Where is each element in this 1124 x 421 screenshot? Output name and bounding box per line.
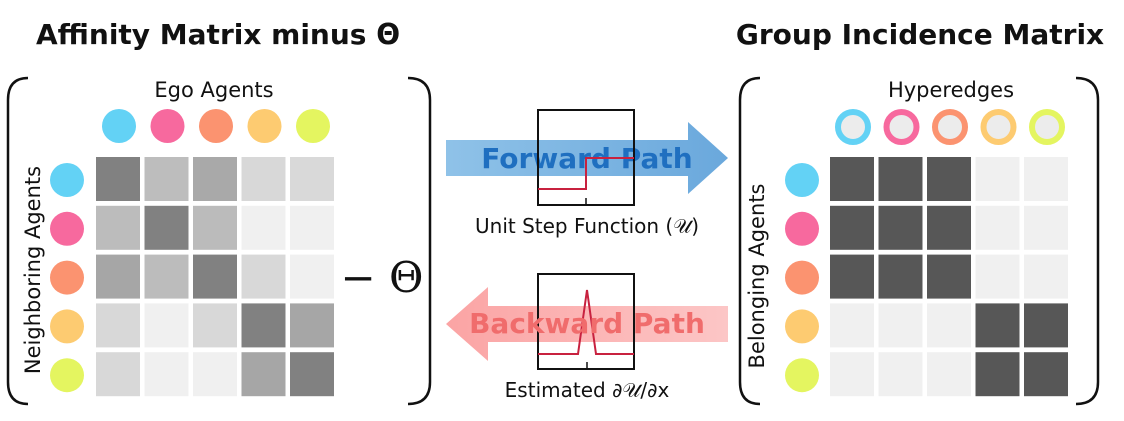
right-row-label: Belonging Agents <box>745 184 769 369</box>
affinity-cell <box>290 157 334 201</box>
affinity-cell <box>144 303 189 348</box>
left-bracket-close <box>407 76 432 406</box>
incidence-cell <box>927 254 971 299</box>
affinity-cell <box>290 352 334 397</box>
affinity-cell <box>96 254 140 299</box>
gradient-estimate-curve <box>538 289 634 355</box>
incidence-cell <box>830 205 874 250</box>
incidence-cell <box>975 157 1020 201</box>
step-function-curve <box>538 157 634 190</box>
left-ego-agent-dot <box>296 109 330 143</box>
belonging-agent-dot <box>785 211 819 246</box>
left-neighbor-agent-dot <box>50 309 84 344</box>
incidence-cell <box>927 303 971 348</box>
affinity-cell <box>193 157 237 201</box>
affinity-cell <box>241 205 286 250</box>
affinity-cell <box>290 303 334 348</box>
incidence-cell <box>830 157 874 201</box>
left-ego-agent-dot <box>102 109 136 143</box>
minus-theta-label: − Θ <box>341 253 424 302</box>
incidence-cell <box>878 157 923 201</box>
left-ego-agent-dot <box>199 109 233 143</box>
backward-path-label: Backward Path <box>469 307 705 340</box>
affinity-cell <box>144 205 189 250</box>
incidence-cell <box>1024 352 1068 397</box>
affinity-cell <box>96 157 140 201</box>
incidence-cell <box>830 303 874 348</box>
incidence-cell <box>975 205 1020 250</box>
incidence-cell <box>975 352 1020 397</box>
incidence-cell <box>878 254 923 299</box>
right-col-label: Hyperedges <box>888 78 1014 102</box>
incidence-cell <box>927 205 971 250</box>
affinity-cell <box>193 352 237 397</box>
affinity-cell <box>96 352 140 397</box>
incidence-cell <box>1024 157 1068 201</box>
backward-path-arrow <box>446 287 728 361</box>
incidence-cell <box>1024 254 1068 299</box>
hyperedge-ring <box>1029 109 1065 145</box>
left-neighbor-agent-dots <box>50 163 84 393</box>
left-col-label: Ego Agents <box>154 78 273 102</box>
belonging-agent-dot <box>785 309 819 344</box>
affinity-cell <box>241 303 286 348</box>
right-bracket-close <box>1075 76 1100 406</box>
affinity-cell <box>193 254 237 299</box>
right-title: Group Incidence Matrix <box>736 18 1104 51</box>
left-neighbor-agent-dot <box>50 211 84 246</box>
incidence-cell <box>927 352 971 397</box>
incidence-matrix <box>830 157 1068 397</box>
incidence-cell <box>878 205 923 250</box>
belonging-agent-dot <box>785 163 819 197</box>
affinity-cell <box>290 205 334 250</box>
incidence-cell <box>1024 205 1068 250</box>
incidence-cell <box>830 254 874 299</box>
left-neighbor-agent-dot <box>50 260 84 295</box>
hyperedge-rings <box>835 109 1065 145</box>
backward-caption: Estimated ∂𝒰/∂x <box>505 378 670 402</box>
affinity-cell <box>193 303 237 348</box>
hyperedge-ring <box>883 109 920 145</box>
incidence-cell <box>927 157 971 201</box>
left-row-label: Neighboring Agents <box>21 166 45 374</box>
incidence-cell <box>878 352 923 397</box>
right-bracket-open <box>738 76 761 406</box>
left-title: Affinity Matrix minus Θ <box>36 18 400 51</box>
left-ego-agent-dots <box>102 109 330 143</box>
belonging-agent-dot <box>785 358 819 393</box>
left-ego-agent-dot <box>150 109 185 143</box>
belonging-agent-dots <box>785 163 819 393</box>
incidence-cell <box>830 352 874 397</box>
hyperedge-ring <box>980 109 1017 145</box>
forward-caption: Unit Step Function (𝒰) <box>475 214 699 238</box>
incidence-cell <box>878 303 923 348</box>
left-ego-agent-dot <box>247 109 282 143</box>
affinity-cell <box>241 352 286 397</box>
left-neighbor-agent-dot <box>50 163 84 197</box>
affinity-cell <box>96 205 140 250</box>
incidence-cell <box>975 254 1020 299</box>
affinity-cell <box>144 352 189 397</box>
affinity-cell <box>144 254 189 299</box>
hyperedge-ring <box>835 109 871 145</box>
incidence-cell <box>1024 303 1068 348</box>
incidence-cell <box>975 303 1020 348</box>
affinity-cell <box>96 303 140 348</box>
gradient-estimate-box <box>537 273 635 370</box>
affinity-cell <box>193 205 237 250</box>
affinity-cell <box>290 254 334 299</box>
affinity-cell <box>144 157 189 201</box>
belonging-agent-dot <box>785 260 819 295</box>
affinity-cell <box>241 157 286 201</box>
hyperedge-ring <box>932 109 968 145</box>
affinity-matrix <box>96 157 334 397</box>
affinity-cell <box>241 254 286 299</box>
left-bracket-open <box>6 76 29 406</box>
left-neighbor-agent-dot <box>50 358 84 393</box>
